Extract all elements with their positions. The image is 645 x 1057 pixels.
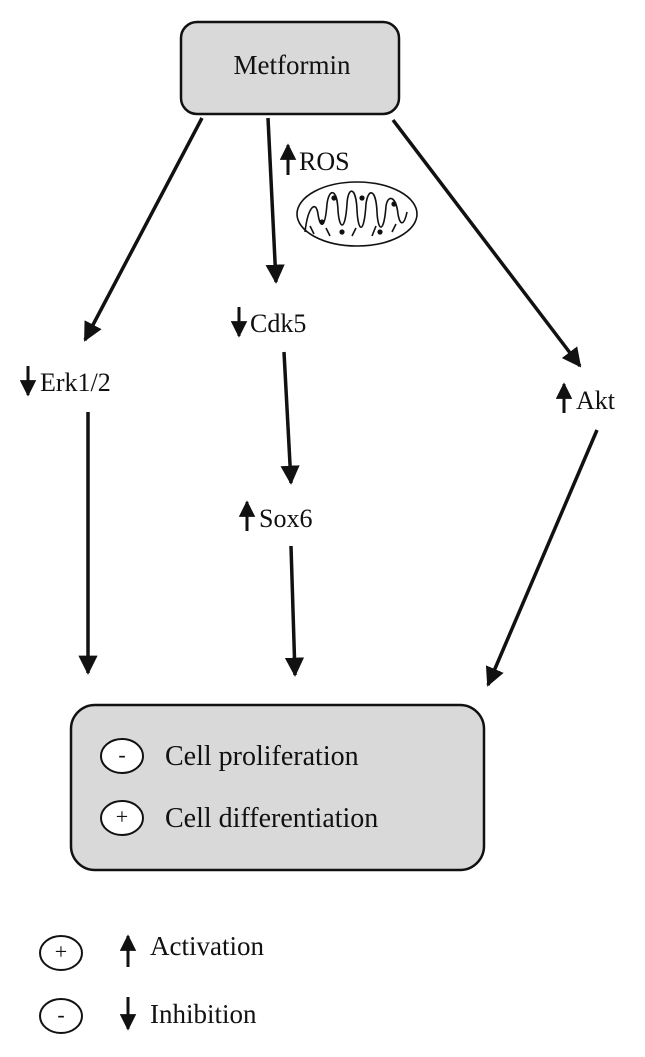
sox6-node: Sox6	[238, 500, 312, 533]
legend-inhibition: - Inhibition	[39, 997, 257, 1034]
arrow-sox6-to-outcome	[284, 545, 305, 677]
legend-activation: + Activation	[39, 931, 264, 971]
legend: + Activation - Inhibition	[39, 931, 264, 1034]
arrow-metformin-to-akt	[391, 118, 582, 368]
arrow-metformin-to-cdk5	[265, 117, 285, 284]
cell-differentiation-label: Cell differentiation	[165, 803, 378, 834]
mitochondrion-icon	[296, 181, 418, 247]
erk-node: Erk1/2	[19, 366, 111, 397]
inhibition-label: Inhibition	[150, 999, 257, 1029]
outcome-proliferation: - Cell proliferation	[100, 738, 359, 774]
cdk5-label: Cdk5	[250, 309, 306, 338]
arrow-akt-to-outcome	[485, 429, 599, 687]
arrow-metformin-to-erk	[83, 117, 204, 342]
akt-label: Akt	[576, 386, 616, 415]
cell-proliferation-label: Cell proliferation	[165, 741, 359, 772]
plus-sign-icon: +	[55, 939, 67, 964]
ros-node: ROS	[279, 143, 350, 176]
sox6-label: Sox6	[259, 504, 312, 533]
metformin-label: Metformin	[234, 50, 351, 80]
minus-sign-icon: -	[118, 742, 125, 767]
outcome-differentiation: + Cell differentiation	[100, 800, 378, 836]
cdk5-node: Cdk5	[230, 307, 306, 338]
outcome-box: - Cell proliferation + Cell differentiat…	[69, 703, 486, 872]
activation-label: Activation	[150, 931, 264, 961]
minus-sign-icon: -	[57, 1002, 64, 1027]
erk-label: Erk1/2	[40, 368, 111, 397]
ros-label: ROS	[299, 147, 350, 176]
plus-sign-icon: +	[116, 804, 128, 829]
arrow-cdk5-to-sox6	[280, 351, 300, 485]
metformin-node: Metformin	[179, 20, 401, 116]
akt-node: Akt	[555, 382, 616, 415]
